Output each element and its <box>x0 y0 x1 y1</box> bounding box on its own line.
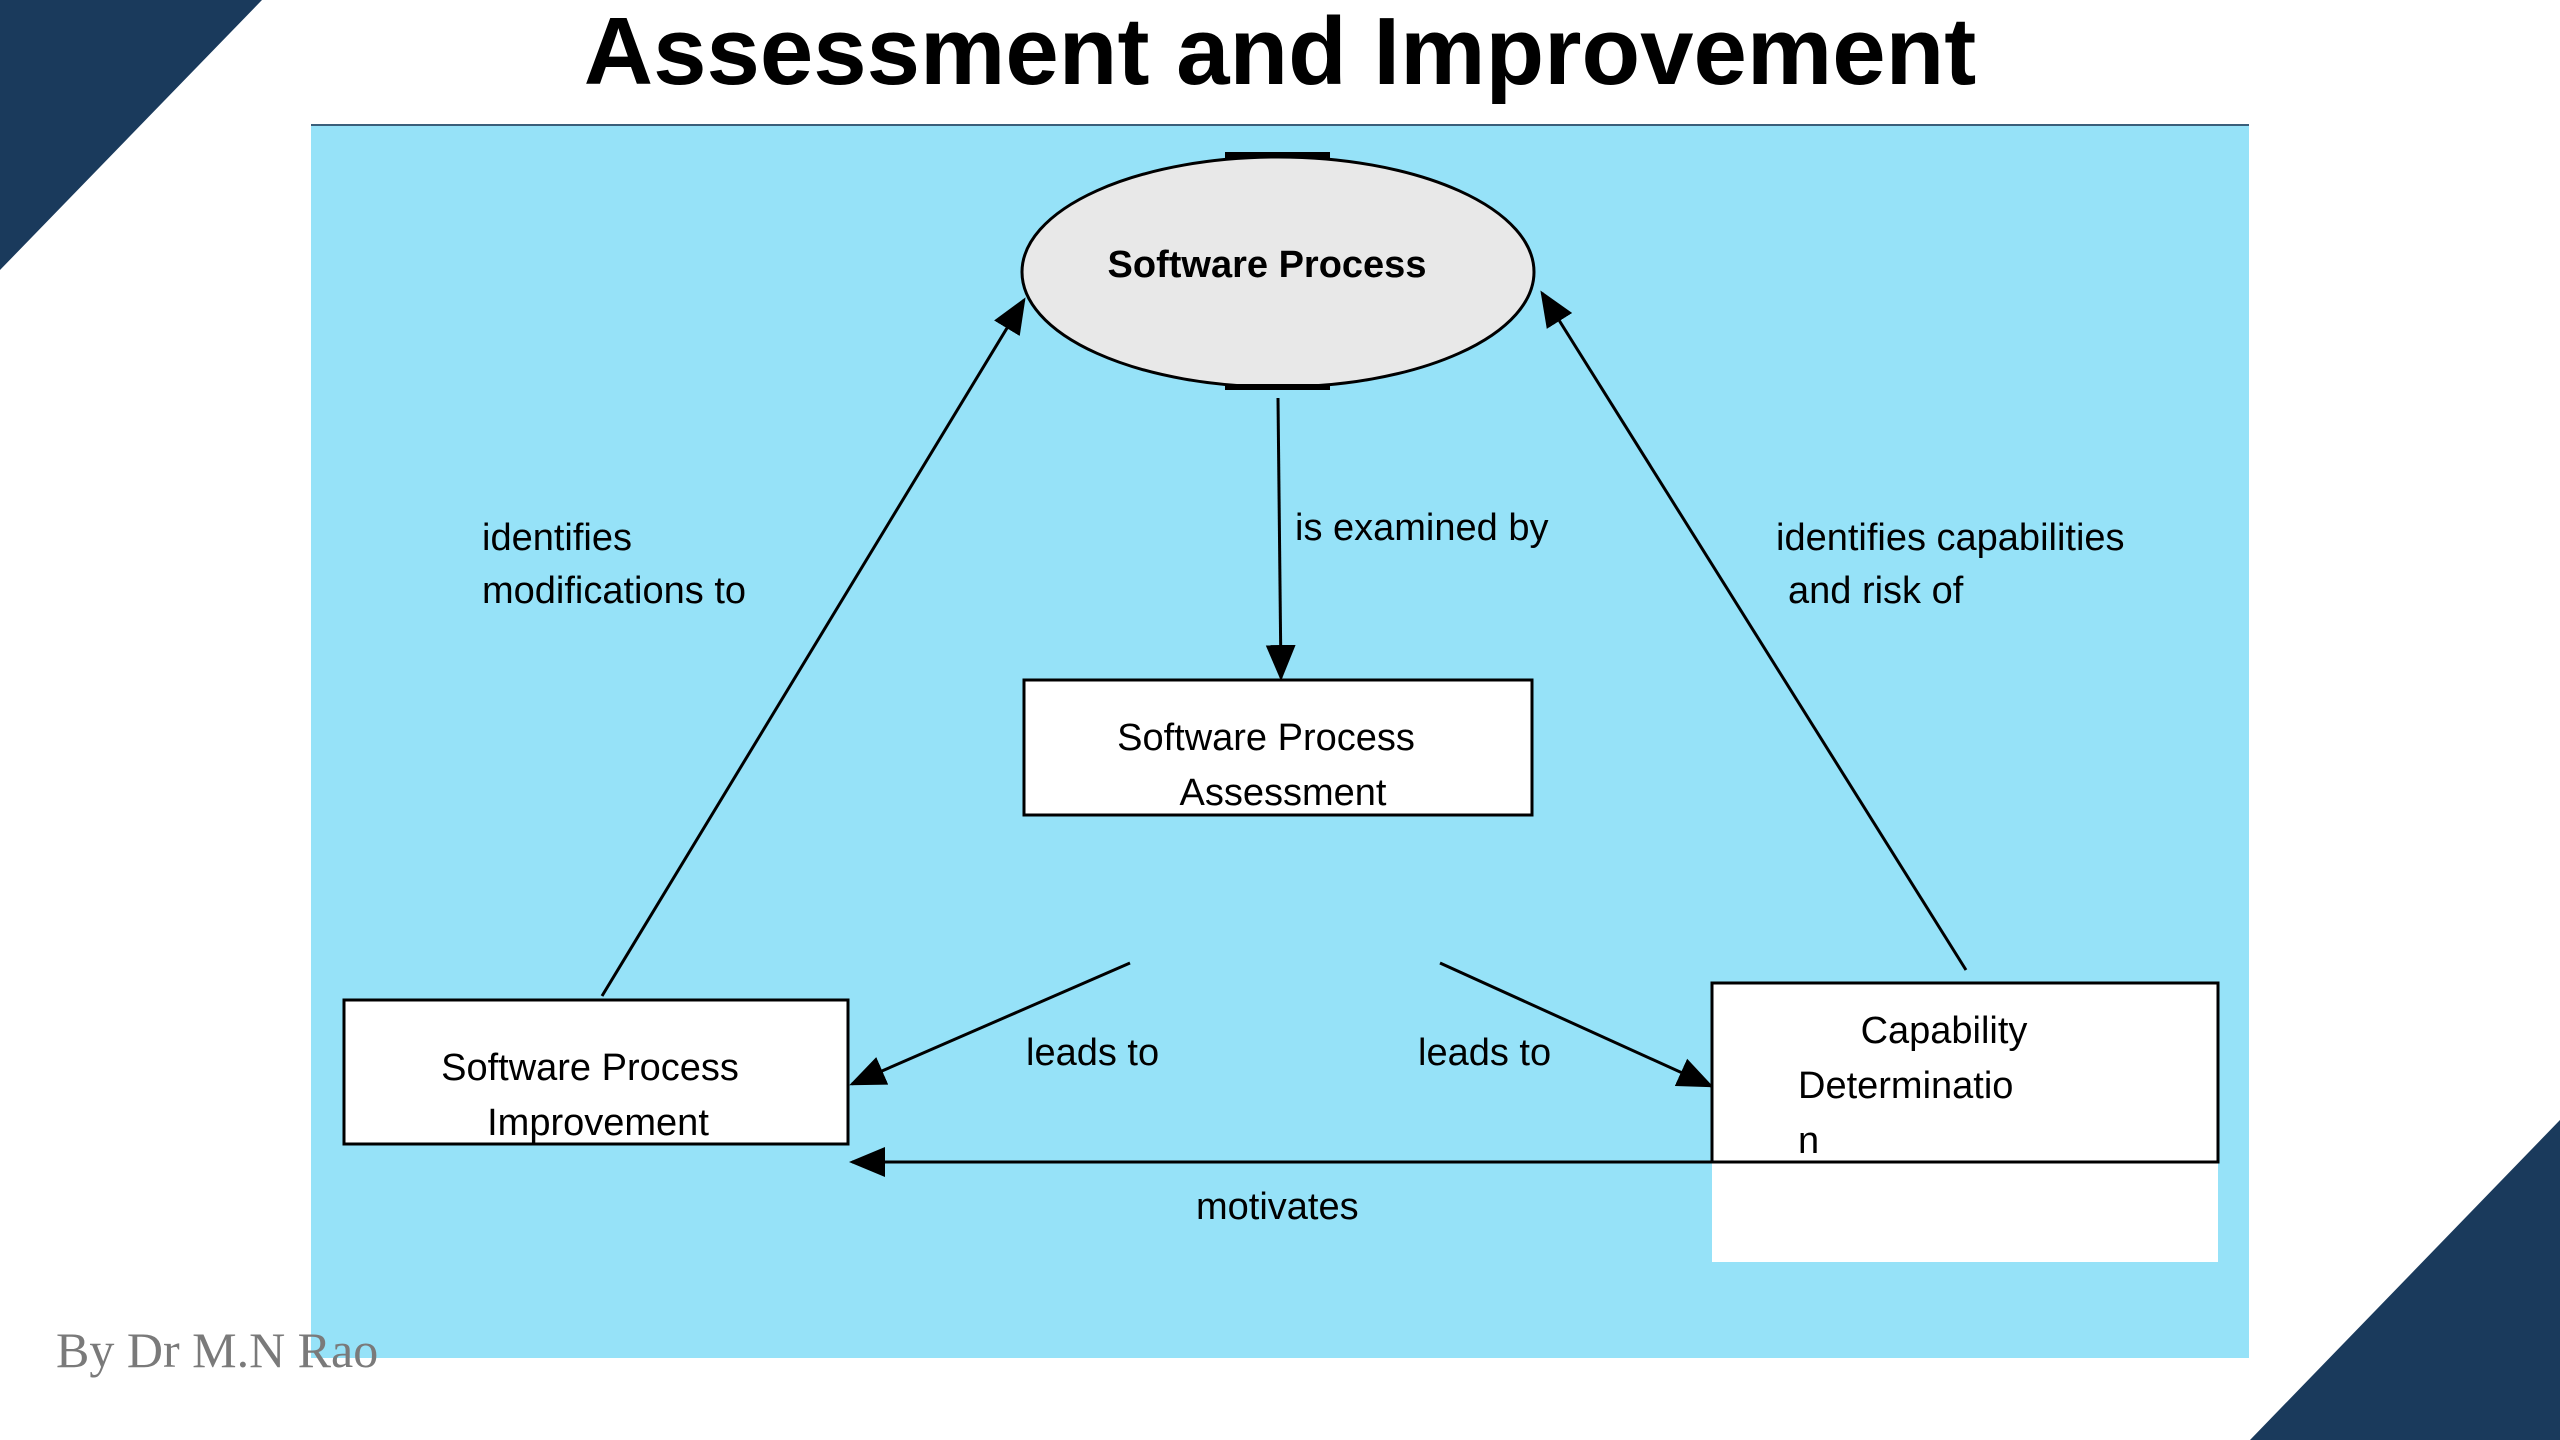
edge-label-motivates: motivates <box>1196 1186 1359 1228</box>
edge-label-leads-to-right: leads to <box>1418 1032 1551 1074</box>
node-label-improvement-line2: Improvement <box>487 1102 709 1144</box>
edge-leads-to-left <box>849 961 1131 1086</box>
edge-label-identifies-capabilities-line1: identifies capabilities <box>1776 517 2125 559</box>
corner-decoration-bottom-right <box>2250 1120 2560 1440</box>
corner-decoration-top-left <box>0 0 262 270</box>
node-software-process: Software Process <box>1020 152 1536 390</box>
edge-label-identifies-capabilities-line2: and risk of <box>1788 570 1964 612</box>
author-credit: By Dr M.N Rao <box>56 1322 379 1378</box>
node-capability-determination: Capability Determinatio n <box>1710 981 2220 1164</box>
node-label-capability-line2: Determinatio <box>1798 1065 2013 1107</box>
edge-identifies-modifications <box>600 297 1026 997</box>
capability-box-extension <box>1712 1162 2218 1262</box>
edge-label-identifies-modifications-line2: modifications to <box>482 570 746 612</box>
node-software-process-improvement: Software Process Improvement <box>342 998 850 1146</box>
edge-identifies-capabilities <box>1540 290 1968 971</box>
node-software-process-assessment: Software Process Assessment <box>1022 678 1534 817</box>
node-label-assessment-line1: Software Process <box>1117 717 1415 759</box>
node-label-capability-line3: n <box>1798 1120 1819 1162</box>
edge-label-examined-by: is examined by <box>1295 507 1548 549</box>
edge-leads-to-right <box>1439 961 1714 1088</box>
node-label-software-process: Software Process <box>1108 244 1427 286</box>
edge-examined-by <box>1265 397 1296 681</box>
edge-label-identifies-modifications-line1: identifies <box>482 517 632 559</box>
node-label-capability-line1: Capability <box>1861 1010 2028 1052</box>
edge-label-leads-to-left: leads to <box>1026 1032 1159 1074</box>
node-label-improvement-line1: Software Process <box>441 1047 739 1089</box>
slide-title: Assessment and Improvement <box>583 0 1977 105</box>
node-label-assessment-line2: Assessment <box>1180 772 1387 814</box>
